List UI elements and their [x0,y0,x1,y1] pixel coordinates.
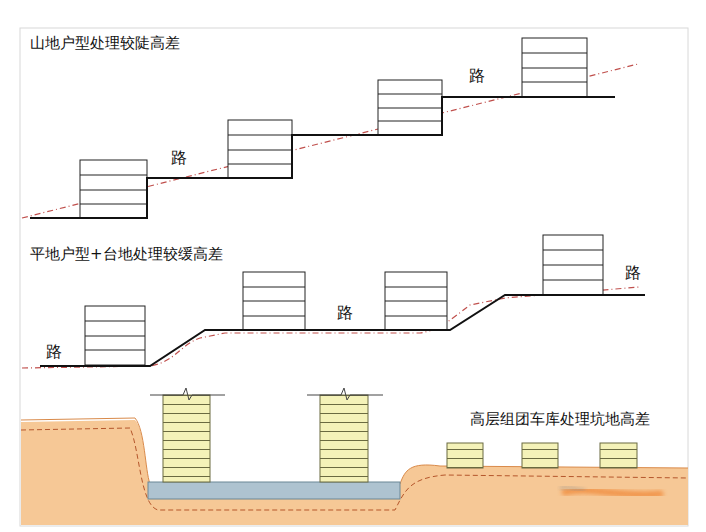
road-label: 路 [45,342,63,361]
road-label: 路 [336,303,354,322]
section-heading: 平地户型+台地处理较缓高差 [30,245,223,263]
road-label: 路 [624,263,642,282]
road-label: 路 [468,66,486,85]
section-heading: 山地户型处理较陡高差 [30,34,180,52]
road-label: 路 [170,148,188,167]
section-heading: 高层组团车库处理坑地高差 [470,410,650,428]
